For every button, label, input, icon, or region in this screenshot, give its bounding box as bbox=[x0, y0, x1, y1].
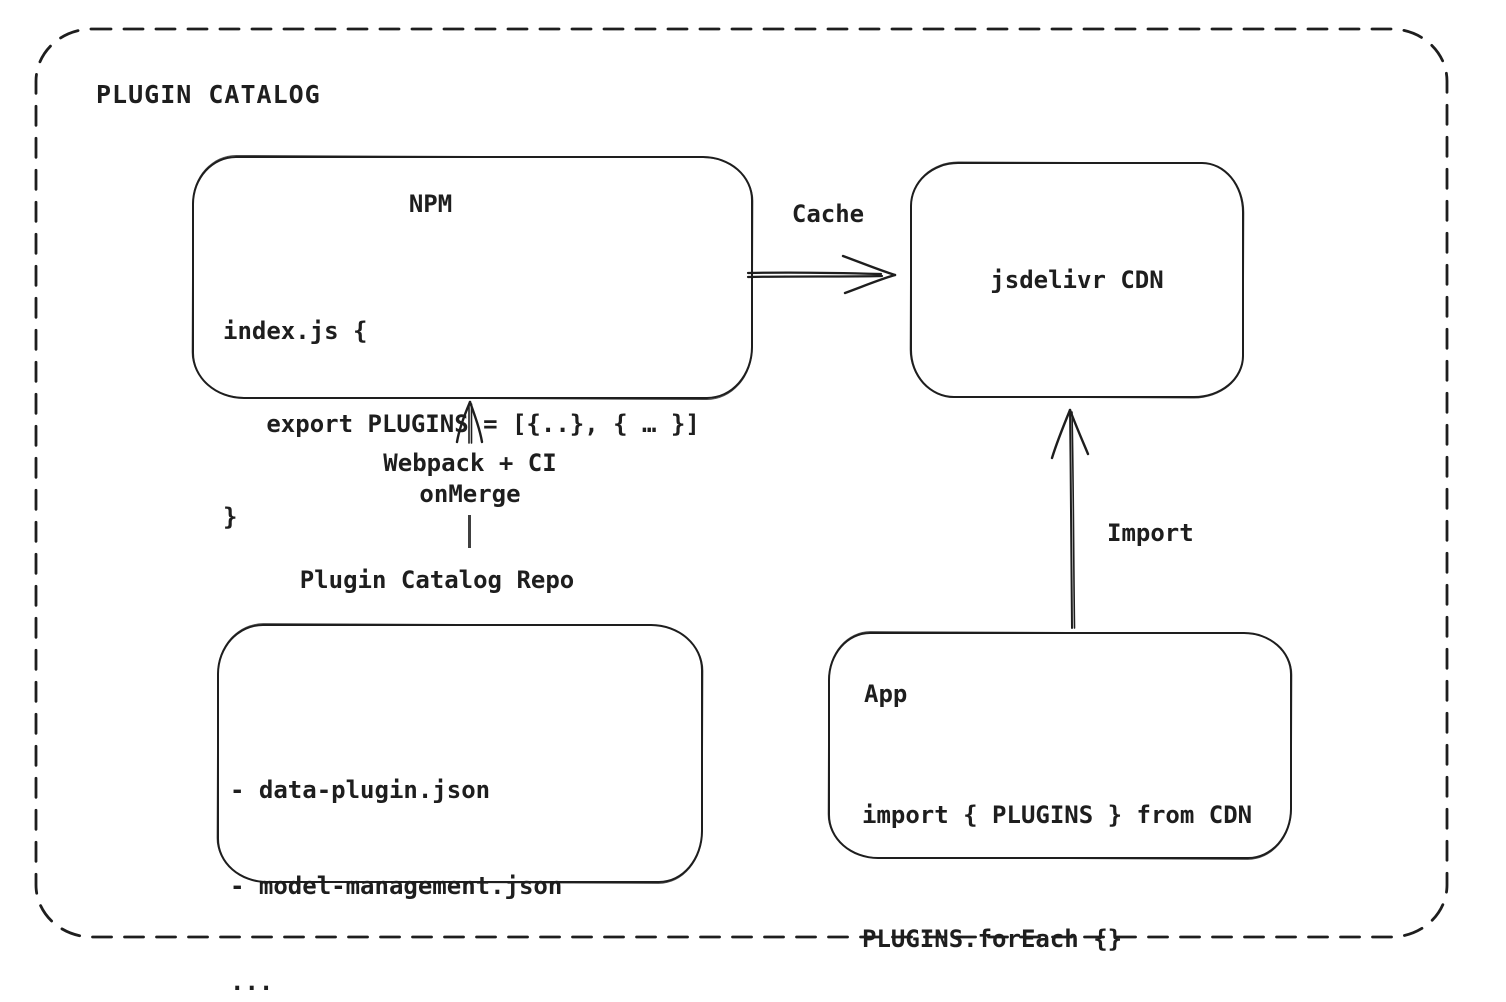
cdn-node-label: jsdelivr CDN bbox=[990, 266, 1164, 294]
repo-file-line: ... bbox=[230, 968, 274, 996]
repo-node-title: Plugin Catalog Repo bbox=[299, 566, 575, 594]
app-node-title: App bbox=[864, 680, 908, 708]
cdn-node: jsdelivr CDN bbox=[910, 162, 1244, 398]
build-arrow-segment bbox=[468, 515, 471, 548]
app-code-line: import { PLUGINS } from CDN bbox=[862, 801, 1253, 829]
npm-node: NPM index.js { export PLUGINS = [{..}, {… bbox=[192, 156, 753, 531]
build-edge-label-line: Webpack + CI bbox=[383, 449, 557, 477]
app-code-block: import { PLUGINS } from CDN PLUGINS.forE… bbox=[862, 738, 1252, 1002]
cache-edge-label: Cache bbox=[791, 200, 865, 228]
cache-arrow bbox=[746, 254, 897, 295]
diagram-title: PLUGIN CATALOG bbox=[96, 80, 321, 109]
npm-code-line: export PLUGINS = [{..}, { … }] bbox=[223, 410, 700, 438]
npm-node-title: NPM bbox=[408, 190, 453, 218]
repo-file-line: - data-plugin.json bbox=[230, 776, 491, 804]
import-arrow bbox=[1050, 408, 1090, 629]
npm-code-line: } bbox=[223, 503, 238, 531]
app-code-line: PLUGINS.forEach {} bbox=[862, 925, 1123, 953]
build-edge-label-line: onMerge bbox=[419, 480, 521, 508]
npm-code-line: index.js { bbox=[223, 317, 368, 345]
repo-file-line: - model-management.json bbox=[230, 872, 563, 900]
npm-code-block: index.js { export PLUGINS = [{..}, { … }… bbox=[223, 254, 700, 595]
build-edge-label: Webpack + CI onMerge bbox=[355, 448, 585, 510]
app-node: App import { PLUGINS } from CDN PLUGINS.… bbox=[828, 632, 1292, 953]
repo-node: - data-plugin.json - model-management.js… bbox=[217, 624, 703, 996]
import-edge-label: Import bbox=[1107, 519, 1194, 547]
repo-file-list: - data-plugin.json - model-management.js… bbox=[230, 710, 562, 1002]
build-arrow-head bbox=[455, 400, 484, 444]
